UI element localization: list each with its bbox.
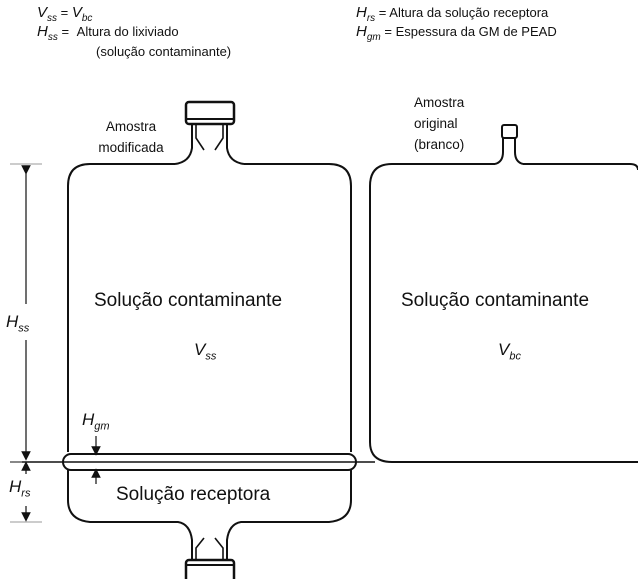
- left-main-label: Solução contaminante: [94, 290, 283, 311]
- legend-hss-text: Altura do lixiviado: [76, 24, 179, 39]
- left-top-port: [174, 124, 245, 165]
- legend-hss: Hss = Altura do lixiviado: [37, 23, 179, 44]
- left-lower-chamber: [67, 470, 352, 560]
- left-top-cap: [184, 100, 236, 126]
- hgm-dimension-label: Hgm: [82, 410, 110, 433]
- receptor-label: Solução receptora: [116, 484, 271, 505]
- legend-hss-text2: (solução contaminante): [96, 44, 232, 59]
- legend-vss-vbc: Vss = Vbc: [37, 4, 93, 25]
- hss-dimension-label: Hss: [6, 312, 30, 335]
- right-volume-symbol: Vbc: [498, 340, 521, 363]
- right-main-label: Solução contaminante: [401, 290, 590, 311]
- hrs-dimension-label: Hrs: [9, 477, 31, 500]
- left-upper-chamber: [67, 163, 352, 452]
- right-chamber: [369, 163, 638, 463]
- right-top-port: [494, 136, 524, 165]
- left-volume-symbol: Vss: [194, 340, 217, 363]
- legend-hgm: Hgm = Espessura da GM de PEAD: [356, 23, 557, 44]
- right-top-cap: [501, 124, 518, 139]
- legend-hrs: Hrs = Altura da solução receptora: [356, 4, 549, 25]
- left-port-label: Amostra modificada: [98, 119, 164, 155]
- left-bottom-cap: [184, 558, 236, 579]
- right-port-label: Amostra original (branco): [414, 95, 465, 152]
